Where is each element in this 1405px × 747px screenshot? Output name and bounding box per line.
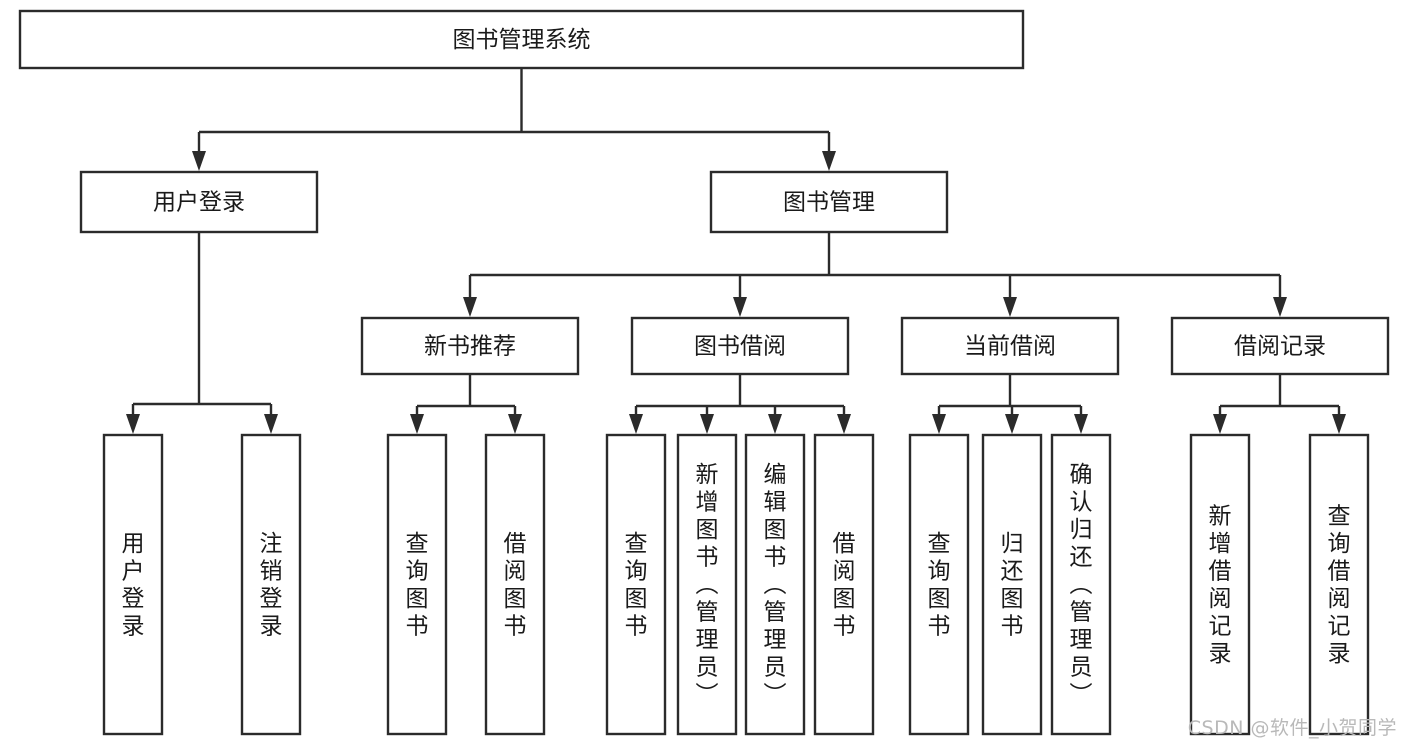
node-box-book-borrow [630,316,850,376]
node-leaf-borrow-book-2[interactable]: 借阅图书 [813,433,875,736]
node-label-user-login: 用户登录 [153,190,245,216]
node-leaf-edit-book[interactable]: 编辑图书︵管理员︶ [744,433,806,736]
node-label-book-management: 图书管理 [783,190,875,216]
node-new-book-recommend[interactable]: 新书推荐 [360,316,580,376]
node-box-leaf-query-book-2 [605,433,667,736]
node-label-leaf-query-book-1: 查询图书 [406,531,429,640]
node-label-leaf-query-book-3: 查询图书 [928,531,951,640]
node-box-leaf-add-record [1189,433,1251,736]
node-label-root: 图书管理系统 [453,27,591,53]
connector-group-borrow-record [1213,374,1346,434]
node-box-leaf-query-book-1 [386,433,448,736]
connector-group-root [192,68,836,171]
node-box-leaf-logout-login [240,433,302,736]
node-leaf-confirm-return[interactable]: 确认归还︵管理员︶ [1050,433,1112,736]
connector-group-book-management [463,232,1287,317]
node-leaf-query-book-3[interactable]: 查询图书 [908,433,970,736]
node-box-leaf-add-book [676,433,738,736]
node-label-current-borrow: 当前借阅 [964,334,1056,360]
node-leaf-borrow-book-1[interactable]: 借阅图书 [484,433,546,736]
connector-layer [126,68,1346,434]
node-label-leaf-user-login: 用户登录 [122,531,145,640]
connector-group-current-borrow [932,374,1088,434]
node-box-leaf-query-record [1308,433,1370,736]
node-leaf-query-book-2[interactable]: 查询图书 [605,433,667,736]
node-label-borrow-record: 借阅记录 [1234,334,1326,360]
connector-group-book-borrow [629,374,851,434]
node-box-leaf-return-book [981,433,1043,736]
node-leaf-return-book[interactable]: 归还图书 [981,433,1043,736]
connector-group-new-book-recommend [410,374,522,434]
node-root[interactable]: 图书管理系统 [18,9,1025,70]
node-box-root [18,9,1025,70]
node-box-leaf-borrow-book-1 [484,433,546,736]
node-book-management[interactable]: 图书管理 [709,170,949,234]
node-leaf-user-login[interactable]: 用户登录 [102,433,164,736]
node-label-leaf-borrow-book-2: 借阅图书 [833,531,856,640]
node-label-leaf-borrow-book-1: 借阅图书 [504,531,527,640]
node-label-leaf-edit-book: 编辑图书︵管理员︶ [764,462,787,708]
node-box-leaf-edit-book [744,433,806,736]
node-borrow-record[interactable]: 借阅记录 [1170,316,1390,376]
node-label-leaf-query-book-2: 查询图书 [625,531,648,640]
node-label-new-book-recommend: 新书推荐 [424,334,516,360]
node-label-leaf-logout-login: 注销登录 [260,531,283,640]
node-box-borrow-record [1170,316,1390,376]
node-box-current-borrow [900,316,1120,376]
node-label-leaf-confirm-return: 确认归还︵管理员︶ [1070,462,1093,708]
node-label-leaf-return-book: 归还图书 [1001,531,1024,640]
node-leaf-query-book-1[interactable]: 查询图书 [386,433,448,736]
node-box-leaf-confirm-return [1050,433,1112,736]
node-label-book-borrow: 图书借阅 [694,334,786,360]
node-box-leaf-query-book-3 [908,433,970,736]
node-leaf-logout-login[interactable]: 注销登录 [240,433,302,736]
node-current-borrow[interactable]: 当前借阅 [900,316,1120,376]
node-leaf-add-record[interactable]: 新增借阅记录 [1189,433,1251,736]
connector-group-user-login [126,232,278,434]
node-box-book-management [709,170,949,234]
node-box-leaf-user-login [102,433,164,736]
node-leaf-query-record[interactable]: 查询借阅记录 [1308,433,1370,736]
node-box-new-book-recommend [360,316,580,376]
node-book-borrow[interactable]: 图书借阅 [630,316,850,376]
node-leaf-add-book[interactable]: 新增图书︵管理员︶ [676,433,738,736]
node-box-leaf-borrow-book-2 [813,433,875,736]
node-label-leaf-add-book: 新增图书︵管理员︶ [696,462,719,708]
node-user-login[interactable]: 用户登录 [79,170,319,234]
node-label-leaf-query-record: 查询借阅记录 [1328,503,1351,667]
node-layer: 图书管理系统用户登录图书管理新书推荐图书借阅当前借阅借阅记录用户登录注销登录查询… [18,9,1390,736]
node-box-user-login [79,170,319,234]
node-label-leaf-add-record: 新增借阅记录 [1209,503,1232,667]
